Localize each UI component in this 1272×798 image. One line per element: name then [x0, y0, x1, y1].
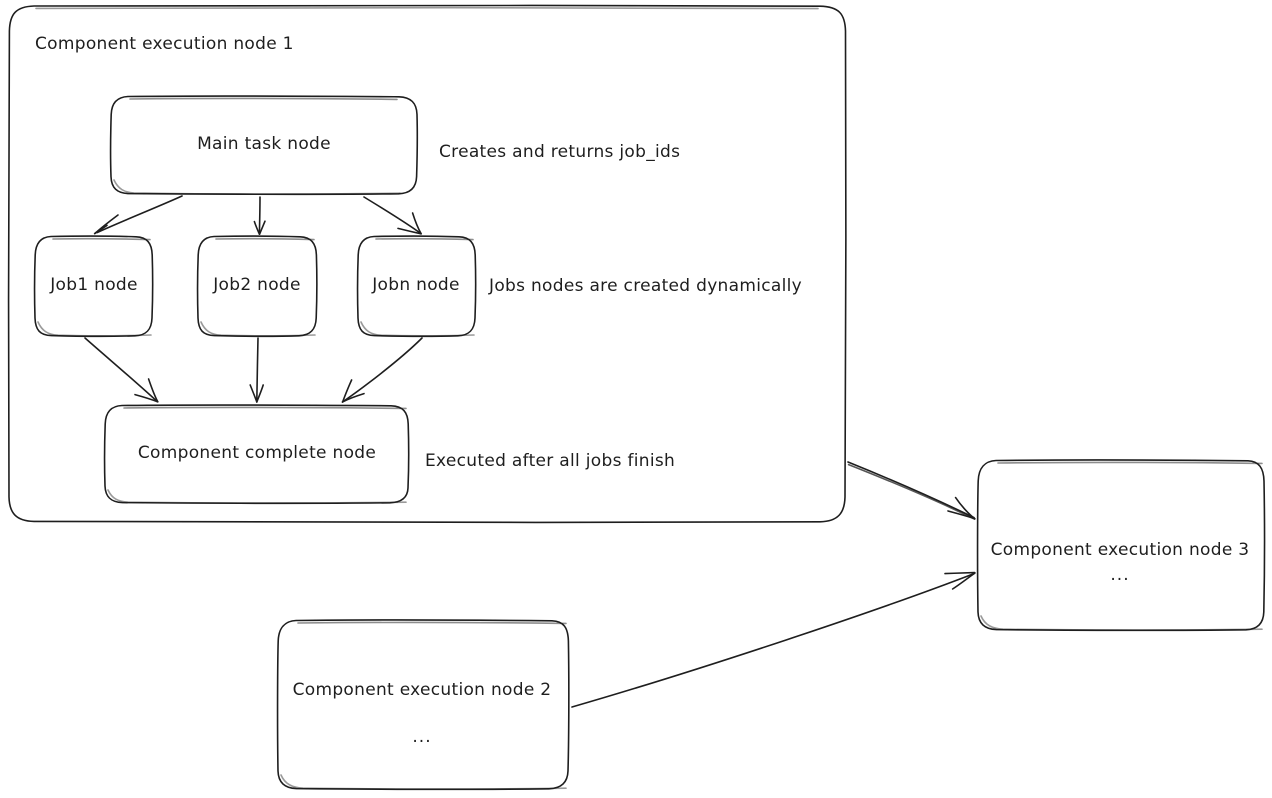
- edge-main-task-to-job2: [253, 196, 266, 235]
- node-label-component-execution-node-2: Component execution node 2: [292, 680, 552, 700]
- node-label-component-execution-node-3: Component execution node 3: [990, 540, 1250, 560]
- node-ellipsis-component-execution-node-2: ...: [412, 727, 432, 747]
- edge-main-task-to-job1: [93, 195, 183, 235]
- container-label-component-execution-node-1: Component execution node 1: [35, 34, 294, 54]
- node-component-complete-outline[interactable]: [103, 404, 410, 505]
- node-component-execution-node-2-outline[interactable]: [276, 619, 570, 791]
- annotation-executed-after-all-jobs-finish: Executed after all jobs finish: [425, 451, 676, 471]
- node-label-job1: Job1 node: [50, 275, 138, 295]
- node-jobn-outline[interactable]: [356, 235, 477, 338]
- edge-node2-to-node3: [571, 571, 976, 708]
- node-label-job2: Job2 node: [213, 275, 301, 295]
- node-main-task-outline[interactable]: [109, 95, 419, 196]
- node-component-execution-node-3-outline[interactable]: [976, 459, 1266, 632]
- node-job2-outline[interactable]: [196, 235, 318, 338]
- annotation-creates-and-returns-job-ids: Creates and returns job_ids: [439, 142, 681, 162]
- annotation-jobs-nodes-created-dynamically: Jobs nodes are created dynamically: [489, 276, 803, 296]
- edge-job1-to-complete: [84, 337, 159, 403]
- edge-node1-to-node3: [847, 461, 976, 520]
- node-ellipsis-component-execution-node-3: ...: [1110, 565, 1130, 585]
- node-label-component-complete: Component complete node: [137, 443, 377, 463]
- node-label-jobn: Jobn node: [372, 275, 460, 295]
- container-component-execution-node-1-outline[interactable]: [7, 4, 847, 524]
- node-job1-outline[interactable]: [33, 235, 154, 338]
- edge-job2-to-complete: [249, 337, 264, 403]
- edge-jobn-to-complete: [341, 337, 423, 403]
- node-label-main-task: Main task node: [197, 134, 331, 154]
- edge-main-task-to-jobn: [363, 196, 422, 235]
